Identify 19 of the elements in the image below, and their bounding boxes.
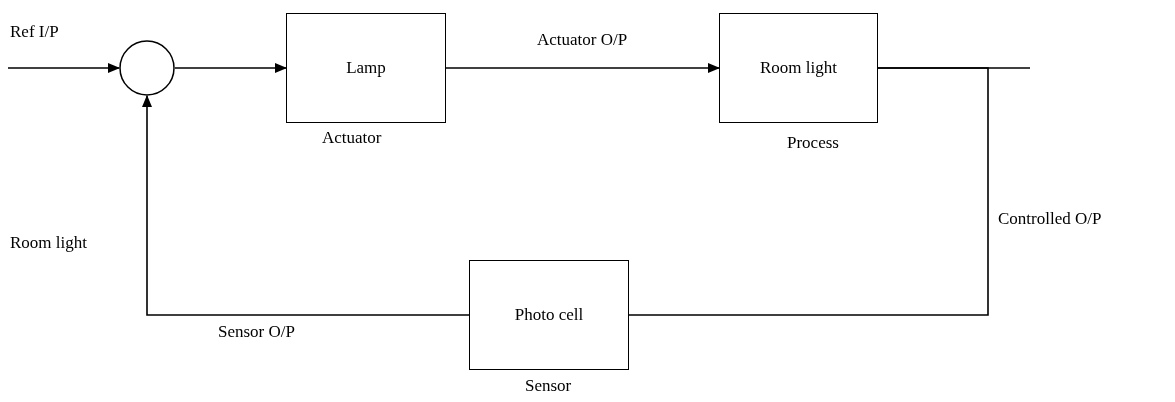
block-caption: Actuator xyxy=(322,128,382,148)
block-label: Lamp xyxy=(346,58,386,78)
arrow xyxy=(174,63,287,73)
signal-label: Actuator O/P xyxy=(536,30,628,50)
signal-label: Room light xyxy=(10,233,87,253)
arrow xyxy=(142,95,470,316)
block-caption: Sensor xyxy=(525,376,572,396)
summing-junction-circle xyxy=(119,40,175,96)
block-caption: Process xyxy=(787,133,839,153)
signal-label: Ref I/P xyxy=(10,22,59,42)
block-label: Room light xyxy=(760,58,837,78)
block-box xyxy=(286,13,446,123)
block-box xyxy=(469,260,629,370)
signal-label: Controlled O/P xyxy=(998,208,1102,229)
signal-label: Sensor O/P xyxy=(218,322,295,342)
arrow xyxy=(445,63,720,73)
block-box xyxy=(719,13,878,123)
arrow xyxy=(7,63,120,73)
block-label: Photo cell xyxy=(514,305,584,325)
